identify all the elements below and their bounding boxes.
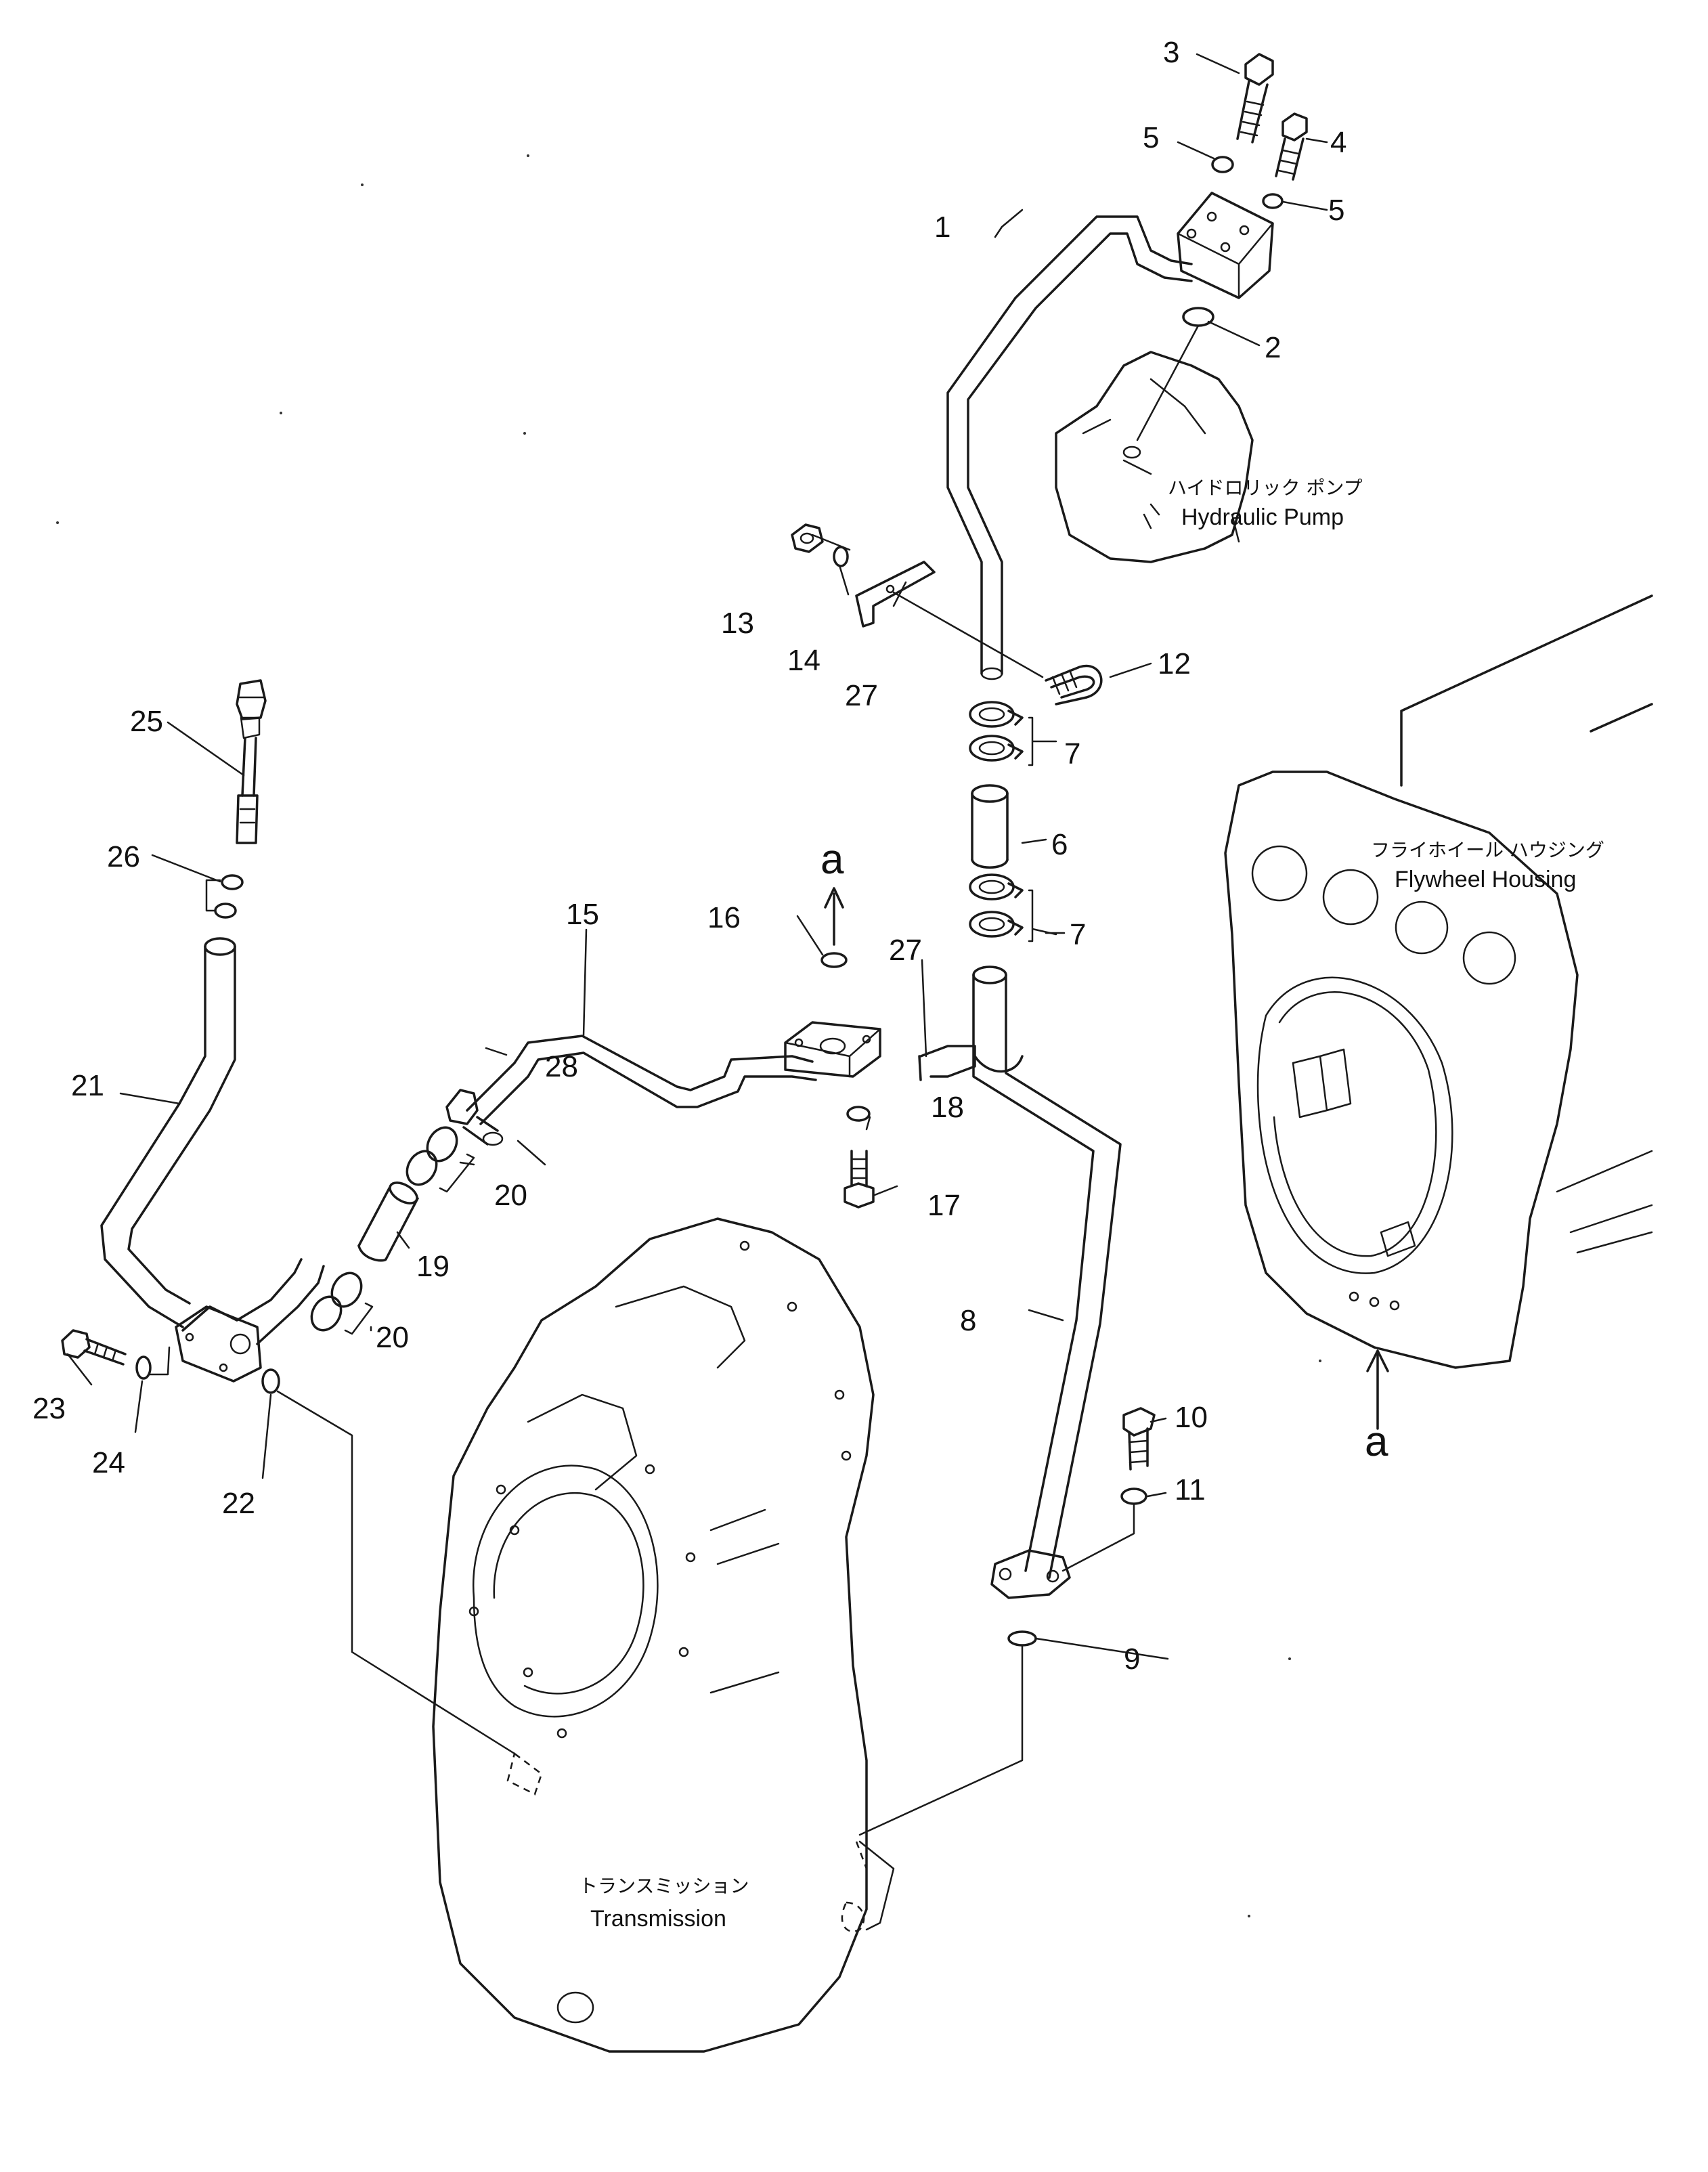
- part-number-21: 21: [71, 1069, 104, 1102]
- pipe-1: [946, 215, 1193, 680]
- part-number-20-lower: 20: [376, 1321, 409, 1354]
- flywheel-housing-label-en: Flywheel Housing: [1395, 867, 1576, 892]
- part-number-22: 22: [222, 1487, 255, 1520]
- part-number-11: 11: [1175, 1473, 1206, 1506]
- hydraulic-pump-drawing: ハイドロリック ポンプ Hydraulic Pump: [1055, 351, 1363, 563]
- clamp-27-upper: [855, 561, 936, 628]
- o-ring-2-guide: [1136, 324, 1200, 441]
- hose-19: [357, 1181, 419, 1262]
- o-ring-22: [261, 1368, 280, 1394]
- part-number-16: 16: [707, 901, 741, 934]
- bolt-3: [1236, 53, 1274, 144]
- washer-24: [135, 1355, 152, 1380]
- pipe-1-flange: [1177, 192, 1274, 299]
- o-ring-22-guide: [276, 1390, 516, 1755]
- part-number-20-upper: 20: [494, 1179, 527, 1212]
- clamp-guide-upper: [892, 591, 1044, 678]
- o-ring-26-upper: [221, 874, 244, 890]
- transmission-drawing: トランスミッション Transmission: [432, 1217, 895, 2053]
- part-number-17: 17: [927, 1189, 961, 1222]
- o-ring-9: [1007, 1630, 1037, 1647]
- hose-6: [971, 784, 1009, 869]
- flywheel-housing-drawing: フライホイール ハウジング Flywheel Housing a: [1224, 594, 1653, 1465]
- scan-specks: [56, 154, 1321, 1917]
- part-number-27-lower: 27: [889, 934, 922, 967]
- part-number-15: 15: [566, 898, 599, 931]
- nut-13: [791, 523, 824, 553]
- hydraulic-pump-label-jp: ハイドロリック ポンプ: [1168, 477, 1363, 499]
- part-number-6: 6: [1051, 828, 1068, 861]
- o-ring-16: [820, 952, 848, 968]
- part-number-26: 26: [107, 840, 140, 873]
- washer-5-right: [1262, 193, 1284, 209]
- clamp-27-lower: [918, 1045, 1024, 1081]
- washer-24-guide: [149, 1346, 171, 1376]
- part-number-24: 24: [92, 1446, 125, 1479]
- pipe-ref-mark: a: [820, 836, 844, 883]
- part-number-28: 28: [545, 1050, 578, 1083]
- hose-clamps-20-lower: [310, 1272, 374, 1335]
- leader-lines: [66, 53, 1328, 1660]
- part-number-23: 23: [32, 1392, 66, 1425]
- washer-5-left: [1211, 156, 1234, 173]
- part-number-10: 10: [1175, 1401, 1208, 1434]
- hydraulic-pump-label-en: Hydraulic Pump: [1181, 504, 1344, 530]
- u-bolt-12: [1045, 664, 1103, 705]
- washer-11: [1120, 1487, 1147, 1505]
- o-ring-2: [1182, 307, 1214, 327]
- washer-11-guide: [1061, 1503, 1135, 1572]
- flywheel-ref-mark: a: [1365, 1418, 1388, 1465]
- washer-18: [846, 1106, 871, 1122]
- o-ring-26-lower: [214, 903, 237, 919]
- part-number-4: 4: [1330, 126, 1346, 159]
- part-number-19: 19: [416, 1250, 450, 1283]
- part-number-7-lower: 7: [1070, 918, 1086, 951]
- o-ring-26-bracket: [205, 879, 221, 912]
- part-number-13: 13: [721, 607, 754, 640]
- pipe-8: [972, 965, 1122, 1579]
- part-number-7-upper: 7: [1064, 737, 1080, 770]
- part-number-5-right: 5: [1328, 194, 1344, 227]
- part-number-27-upper: 27: [845, 679, 878, 712]
- hose-clamps-7-upper: [969, 701, 1057, 766]
- transmission-label-jp: トランスミッション: [579, 1875, 749, 1897]
- ref-arrow-a-upper-head: [824, 887, 844, 909]
- part-number-9: 9: [1124, 1643, 1140, 1676]
- transmission-label-en: Transmission: [590, 1906, 726, 1932]
- part-number-12: 12: [1158, 647, 1191, 680]
- sender-25: [236, 679, 267, 844]
- part-number-5-left: 5: [1143, 121, 1159, 154]
- part-number-8: 8: [960, 1304, 976, 1337]
- pipe-8-flange: [990, 1549, 1071, 1599]
- part-number-2: 2: [1265, 331, 1281, 364]
- part-number-14: 14: [787, 644, 820, 677]
- o-ring-9-guide: [858, 1644, 1024, 1836]
- washer-14: [833, 546, 849, 567]
- hose-clamps-20-upper: [406, 1126, 475, 1193]
- pipe-15: [445, 1021, 881, 1146]
- part-number-3: 3: [1163, 36, 1179, 69]
- part-number-18: 18: [931, 1091, 964, 1124]
- hose-clamps-7-lower: [969, 873, 1057, 942]
- part-number-1: 1: [934, 211, 950, 244]
- bolt-4: [1275, 112, 1308, 181]
- bolt-17: [844, 1150, 875, 1209]
- bolt-23: [61, 1329, 127, 1366]
- pipe-21: [100, 937, 325, 1383]
- bolt-10: [1122, 1407, 1156, 1471]
- part-number-25: 25: [130, 705, 163, 738]
- part-number-labels: 1 2 3 4 5 5 6 7 7 8 9 10 11 12 13 14 15 …: [32, 36, 1346, 1676]
- flywheel-housing-label-jp: フライホイール ハウジング: [1371, 839, 1604, 861]
